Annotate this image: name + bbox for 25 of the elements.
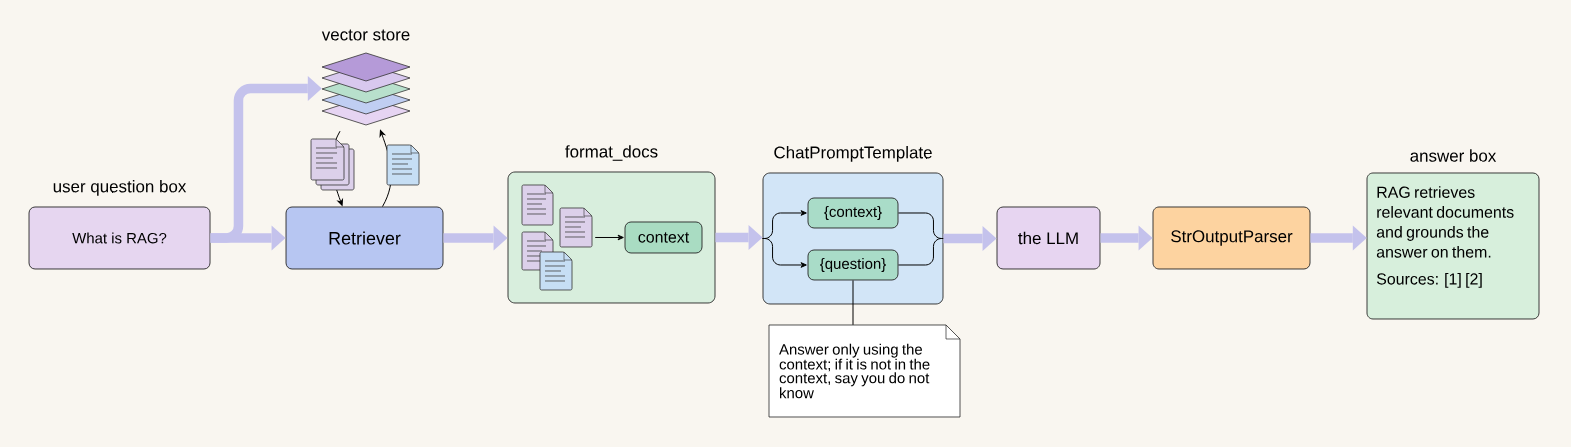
process-box: the LLM bbox=[996, 206, 1101, 270]
leader-line bbox=[852, 279, 854, 326]
flow-arrow bbox=[943, 226, 997, 251]
process-box: StrOutputParser bbox=[1152, 206, 1311, 270]
flow-arrow bbox=[715, 225, 763, 250]
document-stack-icon bbox=[521, 184, 593, 291]
process-box: context bbox=[624, 221, 703, 254]
flow-arrow bbox=[1310, 225, 1367, 251]
flow-arrow bbox=[1100, 225, 1153, 251]
placeholder-box: {question} bbox=[807, 249, 899, 281]
box-heading: ChatPromptTemplate bbox=[774, 146, 932, 162]
arrow bbox=[594, 234, 624, 241]
arrow bbox=[762, 238, 807, 268]
flow-arrow bbox=[443, 225, 508, 251]
node-label: vector store bbox=[321, 29, 410, 41]
box-heading: user question box bbox=[53, 180, 187, 196]
box-heading: format_docs bbox=[565, 145, 658, 161]
note-box: Answer only using the context; if it is not in the context, say you do not know bbox=[768, 324, 961, 418]
flow-arrow bbox=[210, 225, 286, 251]
connector-line bbox=[897, 238, 944, 266]
box-heading: answer box bbox=[1410, 149, 1497, 162]
answer-box: RAG retrieves relevant documents and grounds the answer on them. Sources: [1] [2] bbox=[1366, 172, 1540, 320]
placeholder-box: {context} bbox=[807, 197, 899, 229]
input-box: What is RAG? bbox=[28, 206, 211, 270]
process-box: Retriever bbox=[285, 206, 444, 270]
